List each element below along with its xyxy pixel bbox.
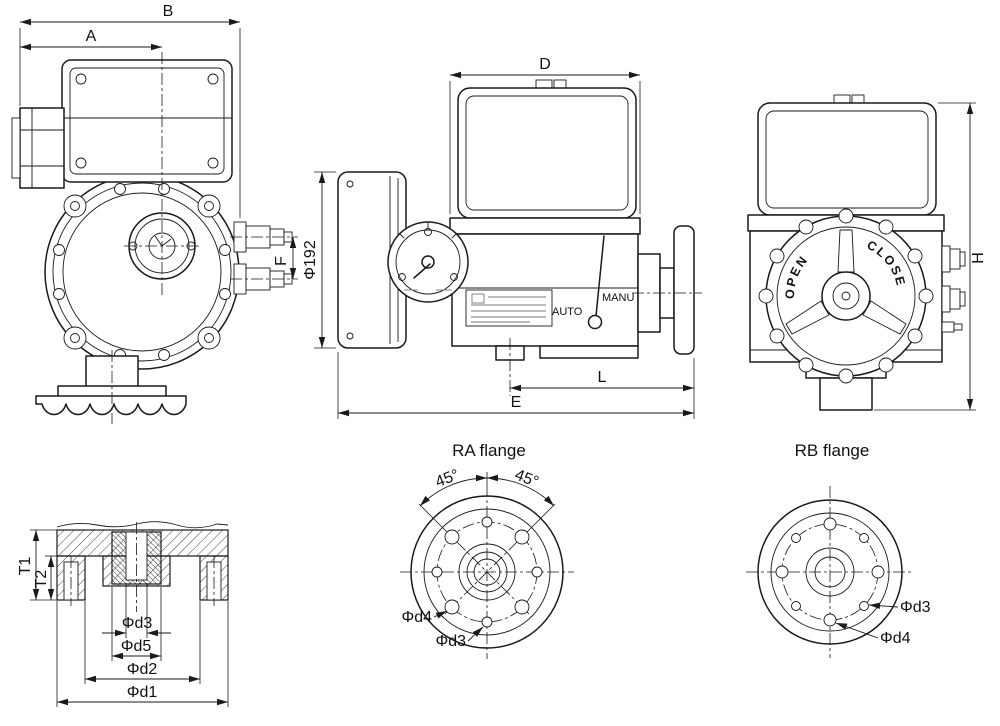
side-view: MANU AUTO D Φ192 L — [302, 56, 702, 419]
dim-label-d3-section: Φd3 — [122, 615, 153, 632]
front-view: B A F — [11, 3, 298, 424]
leader-d3-ra: Φd3 — [435, 626, 484, 650]
dim-label-f: F — [273, 256, 290, 266]
dimension-phi192: Φ192 — [302, 171, 336, 349]
output-flange-side — [632, 225, 702, 355]
top-cover-rear — [757, 94, 937, 216]
dimension-t2: T2 — [33, 555, 57, 600]
mounting-base-front — [35, 350, 187, 424]
dimension-h: H — [874, 102, 987, 411]
top-cover-side — [457, 79, 637, 219]
dimension-l: L — [510, 358, 695, 419]
angle-label-right: 45° — [512, 467, 541, 492]
dim-label-a: A — [86, 28, 97, 45]
handwheel: OPEN CLOSE — [758, 208, 934, 384]
angle-label-left: 45° — [433, 467, 462, 492]
dim-label-d5: Φd5 — [121, 638, 152, 655]
motor-end-cap — [11, 107, 65, 189]
label-auto: AUTO — [552, 306, 583, 318]
leader-d4-ra: Φd4 — [401, 609, 448, 626]
manual-auto-lever: MANU AUTO — [552, 235, 634, 330]
leader-d4-rb: Φd4 — [835, 622, 911, 647]
section-view: T1 T2 Φd3 Φd5 Φd2 — [17, 521, 229, 707]
drain-fitting — [941, 321, 963, 333]
dimension-a: A — [20, 28, 162, 51]
dim-label-d2: Φd2 — [127, 661, 158, 678]
ra-flange-title: RA flange — [452, 441, 526, 460]
ra-flange-view: RA flange 45° 45° Φd4 — [400, 441, 574, 659]
dim-label-d4-ra: Φd4 — [401, 609, 432, 626]
nameplate — [465, 289, 553, 327]
dim-label-t1: T1 — [17, 557, 34, 576]
dimension-d1: Φd1 — [56, 601, 229, 707]
dimension-d5: Φd5 — [111, 587, 162, 661]
dim-label-d3-rb: Φd3 — [900, 599, 931, 616]
dim-label-l: L — [598, 369, 607, 386]
dimension-b: B — [19, 3, 241, 218]
dim-label-phi192: Φ192 — [302, 240, 319, 280]
cable-gland — [941, 285, 966, 313]
dim-label-t2: T2 — [33, 570, 50, 589]
rear-view: OPEN CLOSE H — [747, 94, 987, 411]
dim-label-d: D — [539, 56, 551, 73]
terminal-box — [61, 59, 233, 183]
dimension-d2: Φd2 — [84, 601, 201, 684]
motor-cover-side — [337, 171, 407, 349]
label-manu: MANU — [602, 292, 634, 304]
dimension-t1: T1 — [17, 529, 57, 601]
dim-label-b: B — [163, 3, 174, 20]
cable-gland — [941, 245, 966, 273]
position-indicator — [124, 52, 202, 296]
dimension-d: D — [449, 56, 641, 214]
dim-label-d4-rb: Φd4 — [880, 630, 911, 647]
body-side — [449, 217, 641, 361]
dim-label-e: E — [511, 394, 522, 411]
dim-label-d1: Φd1 — [127, 684, 158, 701]
dim-label-h: H — [970, 252, 987, 264]
rb-flange-title: RB flange — [795, 441, 870, 460]
selector-knob — [387, 221, 469, 303]
leader-d3-rb: Φd3 — [868, 599, 931, 616]
cable-gland — [230, 221, 298, 253]
rb-flange-view: RB flange Φd3 Φd4 — [746, 441, 931, 658]
cable-gland — [230, 263, 298, 295]
dimension-d3-section: Φd3 — [102, 583, 171, 638]
dim-label-d3-ra: Φd3 — [435, 633, 466, 650]
dimension-e: E — [337, 352, 694, 419]
dimension-f: F — [273, 237, 297, 279]
